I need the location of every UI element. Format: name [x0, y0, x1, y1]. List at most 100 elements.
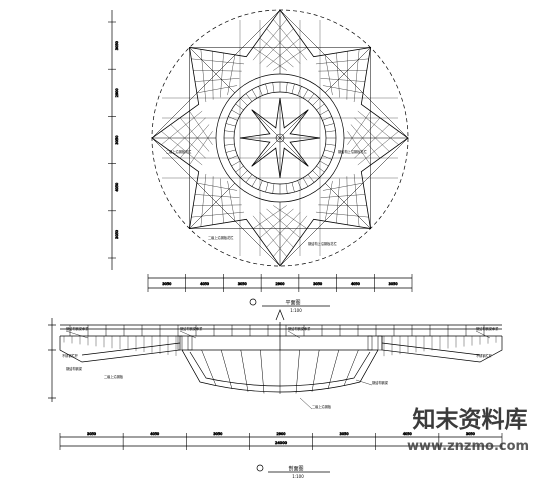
ring-tile-line	[324, 149, 335, 153]
section-bottom-dim-label: 2900	[277, 432, 286, 436]
plan-bottom-dim-label: 2900	[276, 282, 285, 286]
section-callout-6: 不锈钢栏杆	[476, 353, 493, 358]
section-bottom-dim-label: 3050	[466, 432, 475, 436]
dome-rib	[181, 349, 201, 383]
star-ridge-line	[189, 47, 235, 93]
ring-tile-line	[235, 103, 244, 111]
compass-rose-ray	[251, 109, 281, 139]
star-lattice-line	[212, 51, 214, 100]
plan-left-dim-label: 3050	[115, 230, 119, 239]
section-callout-9: 二级上沿钢板	[104, 374, 124, 379]
plan-title: 平面图	[285, 300, 300, 306]
dome-rib	[201, 349, 217, 386]
plan-scale: 1:100	[290, 308, 302, 313]
ring-tile-line	[325, 143, 336, 146]
callout-leader	[355, 379, 373, 386]
section-callouts: 钢结构钢梁承重 钢结构钢梁承重 钢结构钢梁承重 钢结构钢梁承重 不锈钢栏杆 不锈…	[62, 326, 499, 409]
section-callout-4: 钢结构钢梁承重	[476, 326, 499, 331]
star-lattice-line	[170, 124, 206, 159]
support-pier	[187, 335, 193, 351]
ring-tile-line	[312, 170, 320, 178]
ring-tile-line	[225, 123, 236, 127]
star-lattice-line	[315, 58, 369, 65]
star-lattice-line	[195, 78, 240, 82]
ring-tile-line	[319, 160, 329, 167]
ring-tile-line	[224, 130, 235, 133]
callout-leader	[475, 330, 491, 339]
star-lattice-line	[354, 117, 390, 152]
star-lattice-line	[196, 182, 238, 191]
plan-view	[151, 9, 409, 267]
ring-tile-line	[235, 165, 244, 173]
star-lattice-line	[318, 70, 367, 72]
section-bottom-dim-label: 4050	[150, 432, 159, 436]
star-lattice-line	[212, 176, 214, 225]
star-lattice-line	[195, 194, 240, 198]
star-lattice-line	[259, 28, 294, 64]
ring-tile-line	[297, 180, 302, 190]
plan-callout-4: 钢结构上沿钢板花栏	[308, 241, 337, 246]
star-lattice-line	[354, 124, 390, 159]
section-callout-10: 二级上沿钢板	[312, 404, 332, 409]
star-lattice-line	[161, 110, 203, 145]
star-lattice-line	[353, 49, 360, 103]
ring-tile-line	[319, 109, 329, 116]
plan-bottom-dim-label: 4050	[351, 282, 360, 286]
plan-left-dim-label: 3050	[115, 41, 119, 50]
plan-bottom-dim-label: 3050	[238, 282, 247, 286]
plan-title-block: 平面图 1:100	[249, 298, 330, 313]
ring-tile-line	[251, 89, 258, 99]
star-lattice-line	[357, 110, 399, 145]
ring-tile-line	[291, 83, 295, 94]
dome-rib	[240, 349, 249, 392]
compass-rose-ray	[279, 137, 309, 167]
support-pier	[177, 335, 183, 351]
ring-tile-line	[307, 174, 315, 183]
star-lattice-line	[193, 70, 242, 72]
plan-bottom-dim-label: 3050	[162, 282, 171, 286]
watermark-name: 知末资料库	[413, 406, 528, 433]
ring-tile-line	[245, 174, 253, 183]
star-lattice-line	[252, 47, 287, 71]
ring-tile-line	[302, 177, 309, 187]
ring-tile-line	[272, 82, 275, 93]
ring-tile-line	[231, 160, 241, 167]
ring-tile-line	[272, 183, 275, 194]
star-lattice-line	[259, 37, 294, 68]
star-lattice-line	[227, 180, 236, 222]
star-lattice-line	[179, 117, 210, 152]
star-lattice-line	[273, 215, 308, 257]
dome-rib	[295, 349, 300, 394]
dome-rib	[327, 349, 340, 390]
compass-rose-ray	[251, 137, 281, 167]
star-lattice-line	[191, 58, 245, 65]
watermark-url: www.znzmo.com	[407, 439, 529, 454]
dome-rib	[311, 349, 320, 392]
ring-tile-line	[224, 143, 235, 146]
plan-left-dim-label: 4050	[115, 183, 119, 192]
star-lattice-line	[266, 37, 301, 68]
ring-tile-line	[231, 109, 241, 116]
section-callout-5: 不锈钢栏杆	[62, 353, 79, 358]
star-lattice-line	[200, 173, 207, 227]
star-lattice-line	[324, 54, 333, 96]
ring-tile-line	[316, 165, 325, 173]
star-lattice-line	[273, 47, 308, 71]
dome-rib	[220, 349, 233, 390]
plan-left-dim-label: 3050	[115, 136, 119, 145]
section-bottom-dim-label: 3050	[340, 432, 349, 436]
star-lattice-line	[318, 204, 367, 206]
star-lattice-line	[227, 54, 236, 96]
callout-leader	[287, 330, 301, 339]
ring-tile-line	[228, 116, 238, 121]
star-ridge-line	[325, 183, 371, 229]
ring-tile-line	[312, 98, 320, 106]
plan-callouts: 二级上沿钢板花栏 钢结构上沿钢板花栏 二级上沿钢板花栏 钢结构上沿钢板花栏	[166, 149, 367, 246]
support-pier	[367, 335, 373, 351]
